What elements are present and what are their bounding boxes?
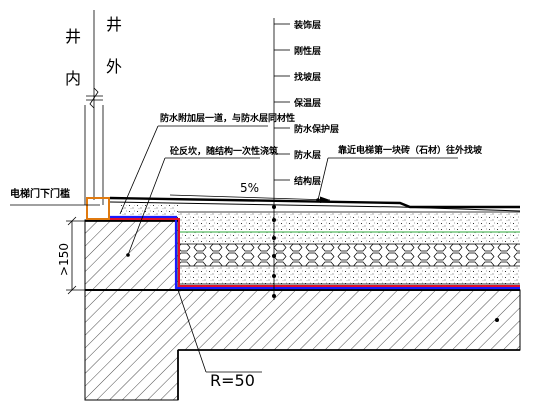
layer-label-2: 找坡层 <box>294 71 321 83</box>
layer-leader <box>272 18 290 300</box>
label-sill: 电梯门下门槛 <box>10 187 70 200</box>
concrete-curb <box>84 219 179 291</box>
label-inside-1: 井 <box>65 27 81 46</box>
label-radius: R=50 <box>210 371 255 390</box>
label-outside-2: 外 <box>106 57 122 76</box>
radius-leader <box>177 289 207 373</box>
label-outside-1: 井 <box>106 15 122 34</box>
label-inside-2: 内 <box>65 69 81 88</box>
label-paving-note: 靠近电梯第一块砖（石材）往外找坡 <box>338 144 483 156</box>
label-slope: 5% <box>240 181 259 195</box>
label-backfill-note: 砼反坎，随结构一次性浇筑 <box>170 145 278 157</box>
label-waterproof-note: 防水附加层一道，与防水层同材性 <box>160 112 295 124</box>
backfill-note-leader <box>126 157 260 257</box>
slope-arrow <box>169 194 331 203</box>
door-sill <box>86 197 110 220</box>
waterproof-note-leader <box>119 125 268 215</box>
layer-label-3: 保温层 <box>293 97 321 109</box>
well-boundary-lines <box>84 10 104 205</box>
layer-label-4: 防水保护层 <box>294 123 339 135</box>
layer-label-0: 装饰层 <box>293 19 321 31</box>
waterproof-membrane-red <box>110 218 520 287</box>
slab-mark <box>495 318 499 322</box>
layer-label-1: 刚性层 <box>294 45 321 57</box>
label-height: >150 <box>57 243 71 276</box>
height-dimension <box>66 216 90 295</box>
layer-label-6: 结构层 <box>294 175 321 187</box>
floor-buildup <box>109 196 521 285</box>
waterproof-membrane-blue <box>108 215 520 290</box>
paving-note-leader <box>316 157 458 202</box>
structural-slab <box>84 289 521 401</box>
layer-label-5: 防水层 <box>294 149 321 161</box>
